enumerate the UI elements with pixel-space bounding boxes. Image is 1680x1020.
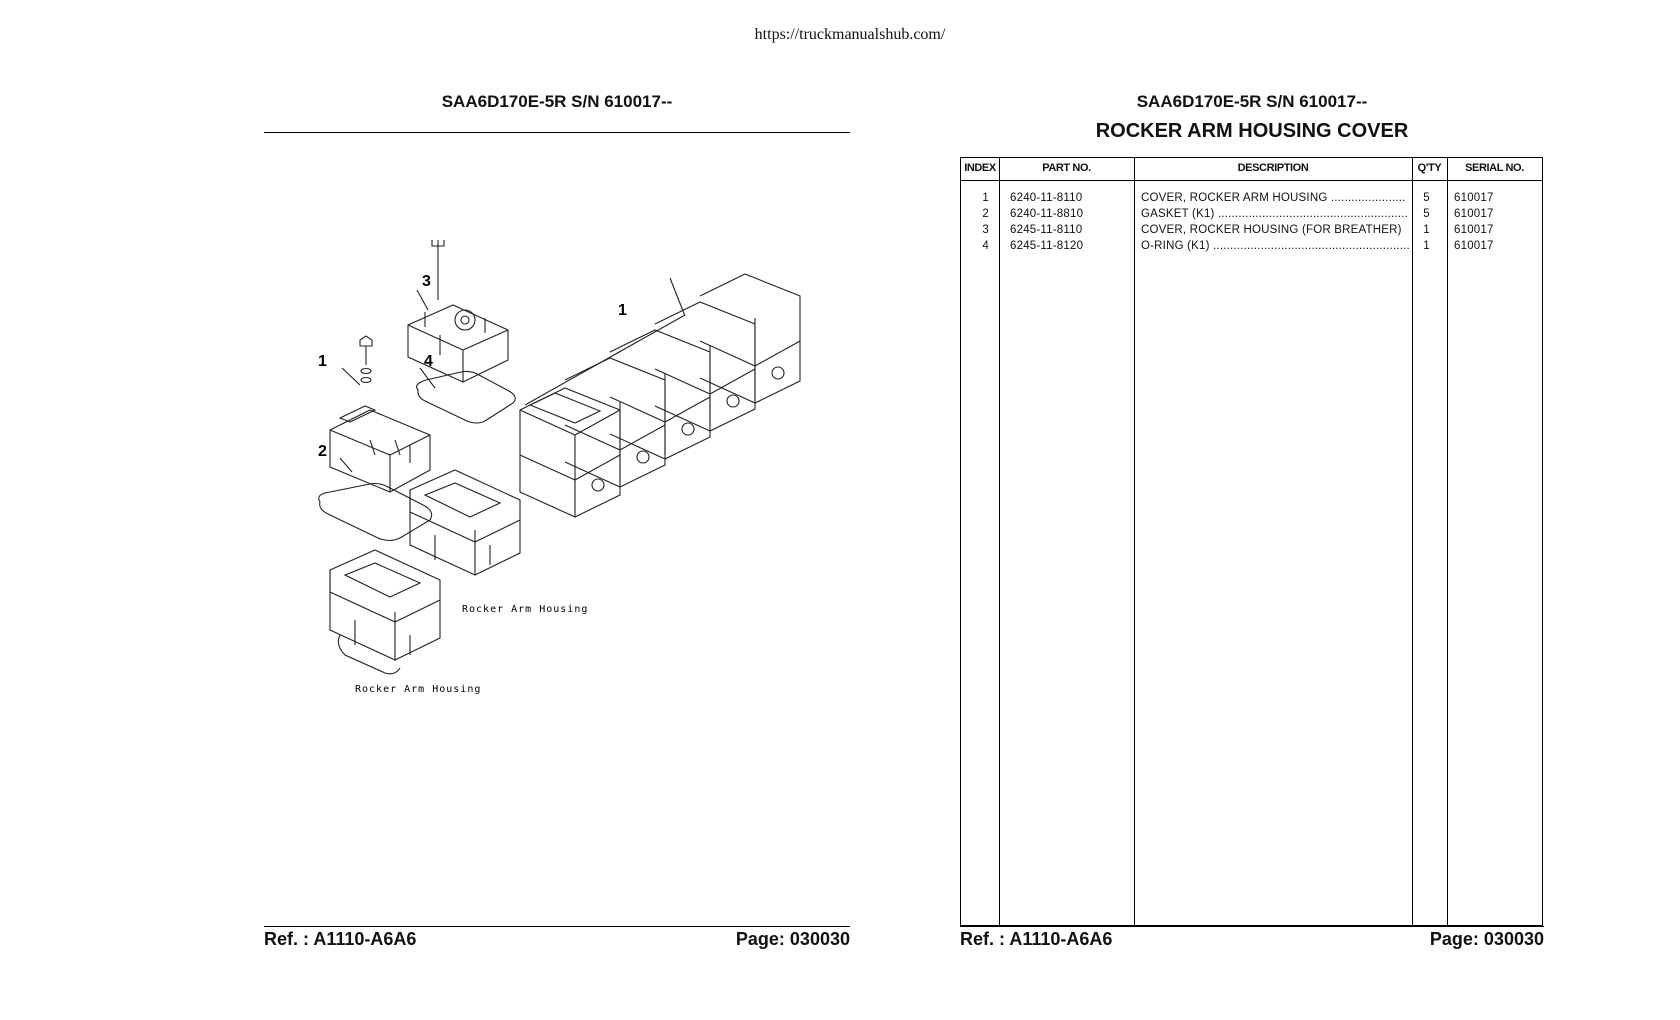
left-page-number: Page: 030030: [735, 929, 850, 949]
callout-1-right: 1: [618, 302, 627, 319]
housing-label-right: Rocker Arm Housing: [462, 604, 588, 615]
rocker-cover-part-1: [329, 405, 431, 493]
left-title-rule: [264, 132, 850, 133]
breather-cover-part-3: [407, 240, 509, 383]
left-bottom-rule: [264, 926, 850, 927]
right-ref: Ref. : A1110-A6A6: [960, 929, 1113, 949]
left-page-title: SAA6D170E-5R S/N 610017--: [441, 92, 673, 111]
header-qty: Q'TY: [1417, 162, 1442, 174]
gasket-part-2: [318, 482, 433, 542]
callout-4: 4: [424, 353, 433, 370]
header-index: INDEX: [964, 162, 996, 174]
rocker-arm-housing-right: [409, 469, 521, 576]
table-row: 2 6240-11-8810 GASKET (K1) .............…: [982, 208, 1494, 220]
o-ring-part-4: [416, 370, 516, 424]
right-bottom-rule: [960, 926, 1544, 927]
table-row: 3 6245-11-8110 COVER, ROCKER HOUSING (FO…: [982, 224, 1494, 236]
callout-bracket: [524, 277, 686, 406]
callout-3: 3: [422, 273, 431, 290]
header-serial-no: SERIAL NO.: [1465, 162, 1524, 174]
housing-label-left: Rocker Arm Housing: [355, 684, 481, 695]
left-ref: Ref. : A1110-A6A6: [264, 929, 417, 949]
parts-table: INDEX PART NO. DESCRIPTION Q'TY SERIAL N…: [960, 157, 1543, 926]
callout-2: 2: [318, 443, 327, 460]
source-url[interactable]: https://truckmanualshub.com/: [754, 26, 946, 43]
section-title: ROCKER ARM HOUSING COVER: [1095, 120, 1409, 142]
table-row: 4 6245-11-8120 O-RING (K1) .............…: [982, 240, 1494, 252]
bolt-icon: [359, 335, 373, 384]
header-part-no: PART NO.: [1042, 162, 1091, 174]
right-page-number: Page: 030030: [1429, 929, 1544, 949]
table-row: 1 6240-11-8110 COVER, ROCKER ARM HOUSING…: [982, 192, 1494, 204]
exploded-parts-diagram: 1 2 3 4 1 Rocker Arm Housing Rocker Arm …: [318, 240, 801, 695]
right-page-title: SAA6D170E-5R S/N 610017--: [1136, 92, 1368, 111]
rocker-cover-set-part-1: [519, 273, 801, 518]
header-description: DESCRIPTION: [1237, 162, 1309, 174]
callout-1-left: 1: [318, 353, 327, 370]
rocker-arm-housing-left: [329, 549, 441, 675]
